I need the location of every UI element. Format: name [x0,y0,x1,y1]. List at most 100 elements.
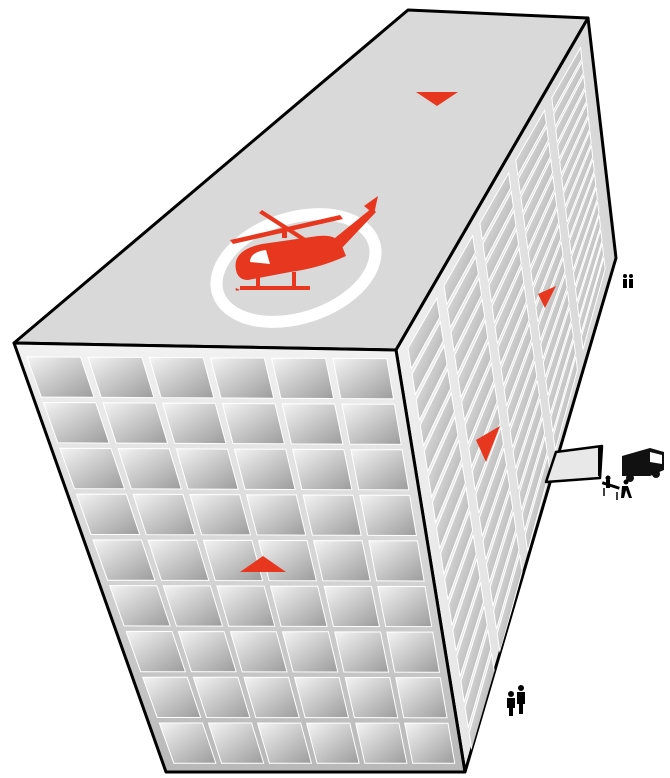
window-pane [102,402,169,444]
window-pane [550,339,576,433]
window-pane [344,677,399,719]
window-pane [404,722,456,764]
window-pane [233,448,296,491]
window-pane [456,582,485,677]
window-pane [189,493,252,536]
window-pane [448,534,477,626]
window-pane [547,323,574,414]
window-pane [92,539,156,581]
window-pane [440,485,470,576]
window-pane [565,145,594,223]
window-pane [555,73,586,145]
front-facade-windows [25,356,456,764]
window-pane [411,320,444,397]
window-pane [563,129,592,209]
window-pane [42,401,110,444]
window-pane [503,321,533,407]
window-pane [509,361,538,448]
window-pane [468,382,498,469]
window-pane [25,356,95,398]
window-pane [368,540,425,582]
window-pane [256,722,313,764]
window-pane [457,318,489,399]
window-pane [485,208,517,283]
window-pane [545,307,572,396]
window-pane [464,629,492,728]
window-pane [419,367,452,448]
window-pane [386,631,440,673]
entrance-canopy-icon [544,444,604,484]
window-pane [475,426,504,514]
pedestrian-icon [623,274,633,288]
window-pane [75,493,141,536]
helipad-ring [210,208,382,328]
window-pane [552,356,578,451]
window-pane [427,414,459,499]
window-pane [515,398,543,490]
window-pane [460,606,488,703]
window-pane [293,676,350,719]
window-pane [497,284,527,367]
window-pane [482,190,514,263]
window-pane [537,257,566,341]
window-pane [576,229,603,318]
window-pane [567,159,595,239]
window-pane [506,342,535,427]
ambulance-icon [622,448,664,482]
direction-arrow-icon [240,556,286,572]
window-pane [407,296,441,371]
window-pane [216,585,276,627]
window-pane [305,722,360,764]
window-pane [551,46,583,113]
window-pane [334,631,390,673]
window-pane [580,257,606,350]
window-pane [493,533,520,630]
window-pane [377,585,433,628]
canopy-post [598,446,601,476]
window-pane [520,141,551,214]
window-pane [578,243,605,334]
window-pane [450,276,483,353]
window-pane [132,493,196,536]
pedestrian-icon [507,685,525,716]
window-pane [312,540,371,582]
direction-arrow-icon [538,286,556,308]
window-pane [443,234,476,306]
window-pane [488,227,520,304]
window-pane [415,344,448,422]
window-pane [125,630,187,673]
window-pane [452,558,481,651]
window-pane [323,585,381,628]
window-pane [454,297,486,376]
window-pane [574,215,601,302]
window-pane [522,157,554,232]
window-pane [500,302,530,388]
window-pane [395,677,448,719]
front-facade [12,341,467,774]
window-pane [435,462,466,551]
window-pane [281,631,339,673]
window-pane [479,171,512,242]
window-pane [530,206,560,288]
window-pane [141,676,202,718]
window-pane [515,108,547,177]
window-pane [542,290,570,378]
window-pane [482,469,511,560]
window-pane [568,173,597,255]
window-pane [557,87,588,161]
window-pane [177,630,237,673]
window-pane [521,436,548,531]
window-pane [559,101,589,177]
window-pane [461,340,492,423]
window-pane [464,361,495,446]
window-pane [359,494,417,537]
window-pane [570,187,598,270]
window-pane [489,511,517,607]
window-pane [221,402,286,445]
window-pane [162,402,227,445]
window-pane [532,223,562,306]
side-facade [394,16,618,774]
window-pane [192,676,251,719]
window-pane [572,201,600,286]
window-pane [496,554,523,653]
